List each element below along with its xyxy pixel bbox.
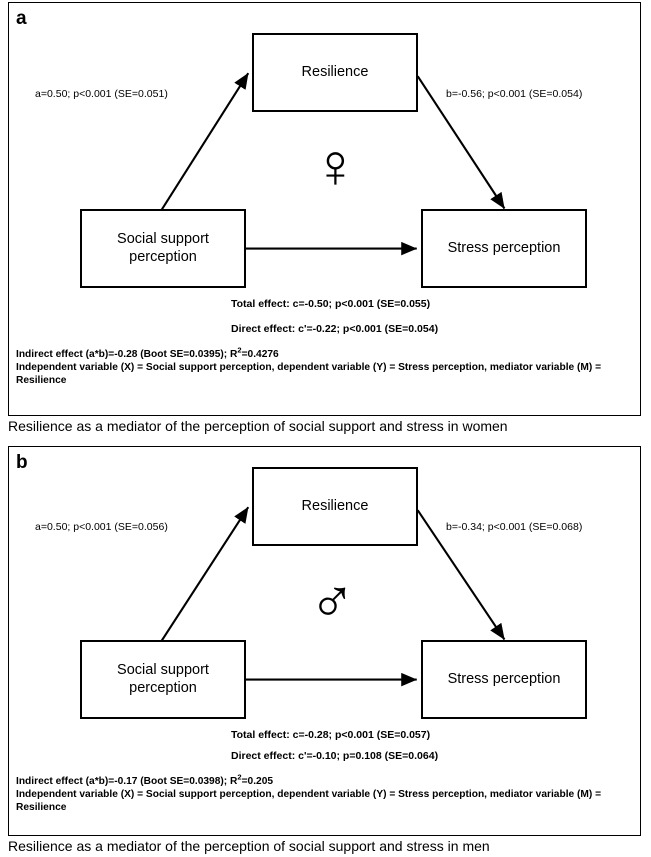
node-social-support-line1: Social support [117, 661, 209, 678]
female-symbol-icon: ♀ [312, 132, 359, 201]
panel-b-caption: Resilience as a mediator of the percepti… [8, 838, 490, 854]
panel-a-footnote: Indirect effect (a*b)=-0.28 (Boot SE=0.0… [16, 345, 636, 387]
footnote-variables-line1: Independent variable (X) = Social suppor… [16, 362, 602, 374]
arrow-path-a [159, 72, 250, 213]
panel-a-caption: Resilience as a mediator of the percepti… [8, 418, 508, 434]
footnote-variables-line1: Independent variable (X) = Social suppor… [16, 789, 602, 801]
footnote-indirect-effect: Indirect effect (a*b)=-0.17 (Boot SE=0.0… [16, 772, 636, 788]
node-stress-perception: Stress perception [421, 209, 587, 288]
panel-a-letter: a [16, 8, 27, 29]
footnote-indirect-post: =0.4276 [241, 349, 279, 360]
path-a-coefficient-label: a=0.50; p<0.001 (SE=0.051) [35, 88, 168, 100]
direct-effect-label: Direct effect: c'=-0.22; p<0.001 (SE=0.0… [231, 323, 439, 335]
node-social-support-line2: perception [129, 679, 197, 696]
node-social-support-perception: Social support perception [80, 209, 246, 288]
footnote-indirect-post: =0.205 [241, 776, 274, 787]
arrow-path-b [416, 75, 506, 210]
node-stress-perception-label: Stress perception [447, 670, 561, 687]
node-resilience-label: Resilience [301, 497, 369, 514]
node-stress-perception-label: Stress perception [447, 239, 561, 256]
footnote-indirect-sup: 2 [237, 772, 242, 782]
node-social-support-perception: Social support perception [80, 640, 246, 719]
path-a-coefficient-label: a=0.50; p<0.001 (SE=0.056) [35, 521, 168, 533]
node-resilience: Resilience [252, 33, 418, 112]
footnote-indirect-pre: Indirect effect (a*b)=-0.17 (Boot SE=0.0… [16, 776, 238, 787]
footnote-indirect-effect: Indirect effect (a*b)=-0.28 (Boot SE=0.0… [16, 345, 636, 361]
direct-effect-label: Direct effect: c'=-0.10; p=0.108 (SE=0.0… [231, 750, 439, 762]
arrow-path-b [416, 509, 506, 641]
panel-a: a Resilience [8, 2, 641, 416]
node-social-support-line1: Social support [117, 230, 209, 247]
panel-a-arrows [159, 72, 506, 256]
panel-b-arrows [159, 506, 506, 687]
node-resilience: Resilience [252, 467, 418, 546]
male-symbol-icon: ♂ [309, 565, 356, 634]
footnote-indirect-sup: 2 [237, 345, 242, 355]
footnote-variables-line2: Resilience [16, 802, 67, 814]
arrow-path-a [159, 506, 250, 644]
path-b-coefficient-label: b=-0.56; p<0.001 (SE=0.054) [446, 88, 583, 100]
total-effect-label: Total effect: c=-0.28; p<0.001 (SE=0.057… [231, 729, 431, 741]
node-social-support-line2: perception [129, 248, 197, 265]
panel-b-footnote: Indirect effect (a*b)=-0.17 (Boot SE=0.0… [16, 772, 636, 814]
footnote-variables-line2: Resilience [16, 375, 67, 387]
total-effect-label: Total effect: c=-0.50; p<0.001 (SE=0.055… [231, 298, 431, 310]
node-resilience-label: Resilience [301, 63, 369, 80]
panel-b-letter: b [16, 452, 28, 473]
panel-b: b Resilience Social support [8, 446, 641, 836]
node-stress-perception: Stress perception [421, 640, 587, 719]
path-b-coefficient-label: b=-0.34; p<0.001 (SE=0.068) [446, 521, 583, 533]
footnote-indirect-pre: Indirect effect (a*b)=-0.28 (Boot SE=0.0… [16, 349, 238, 360]
